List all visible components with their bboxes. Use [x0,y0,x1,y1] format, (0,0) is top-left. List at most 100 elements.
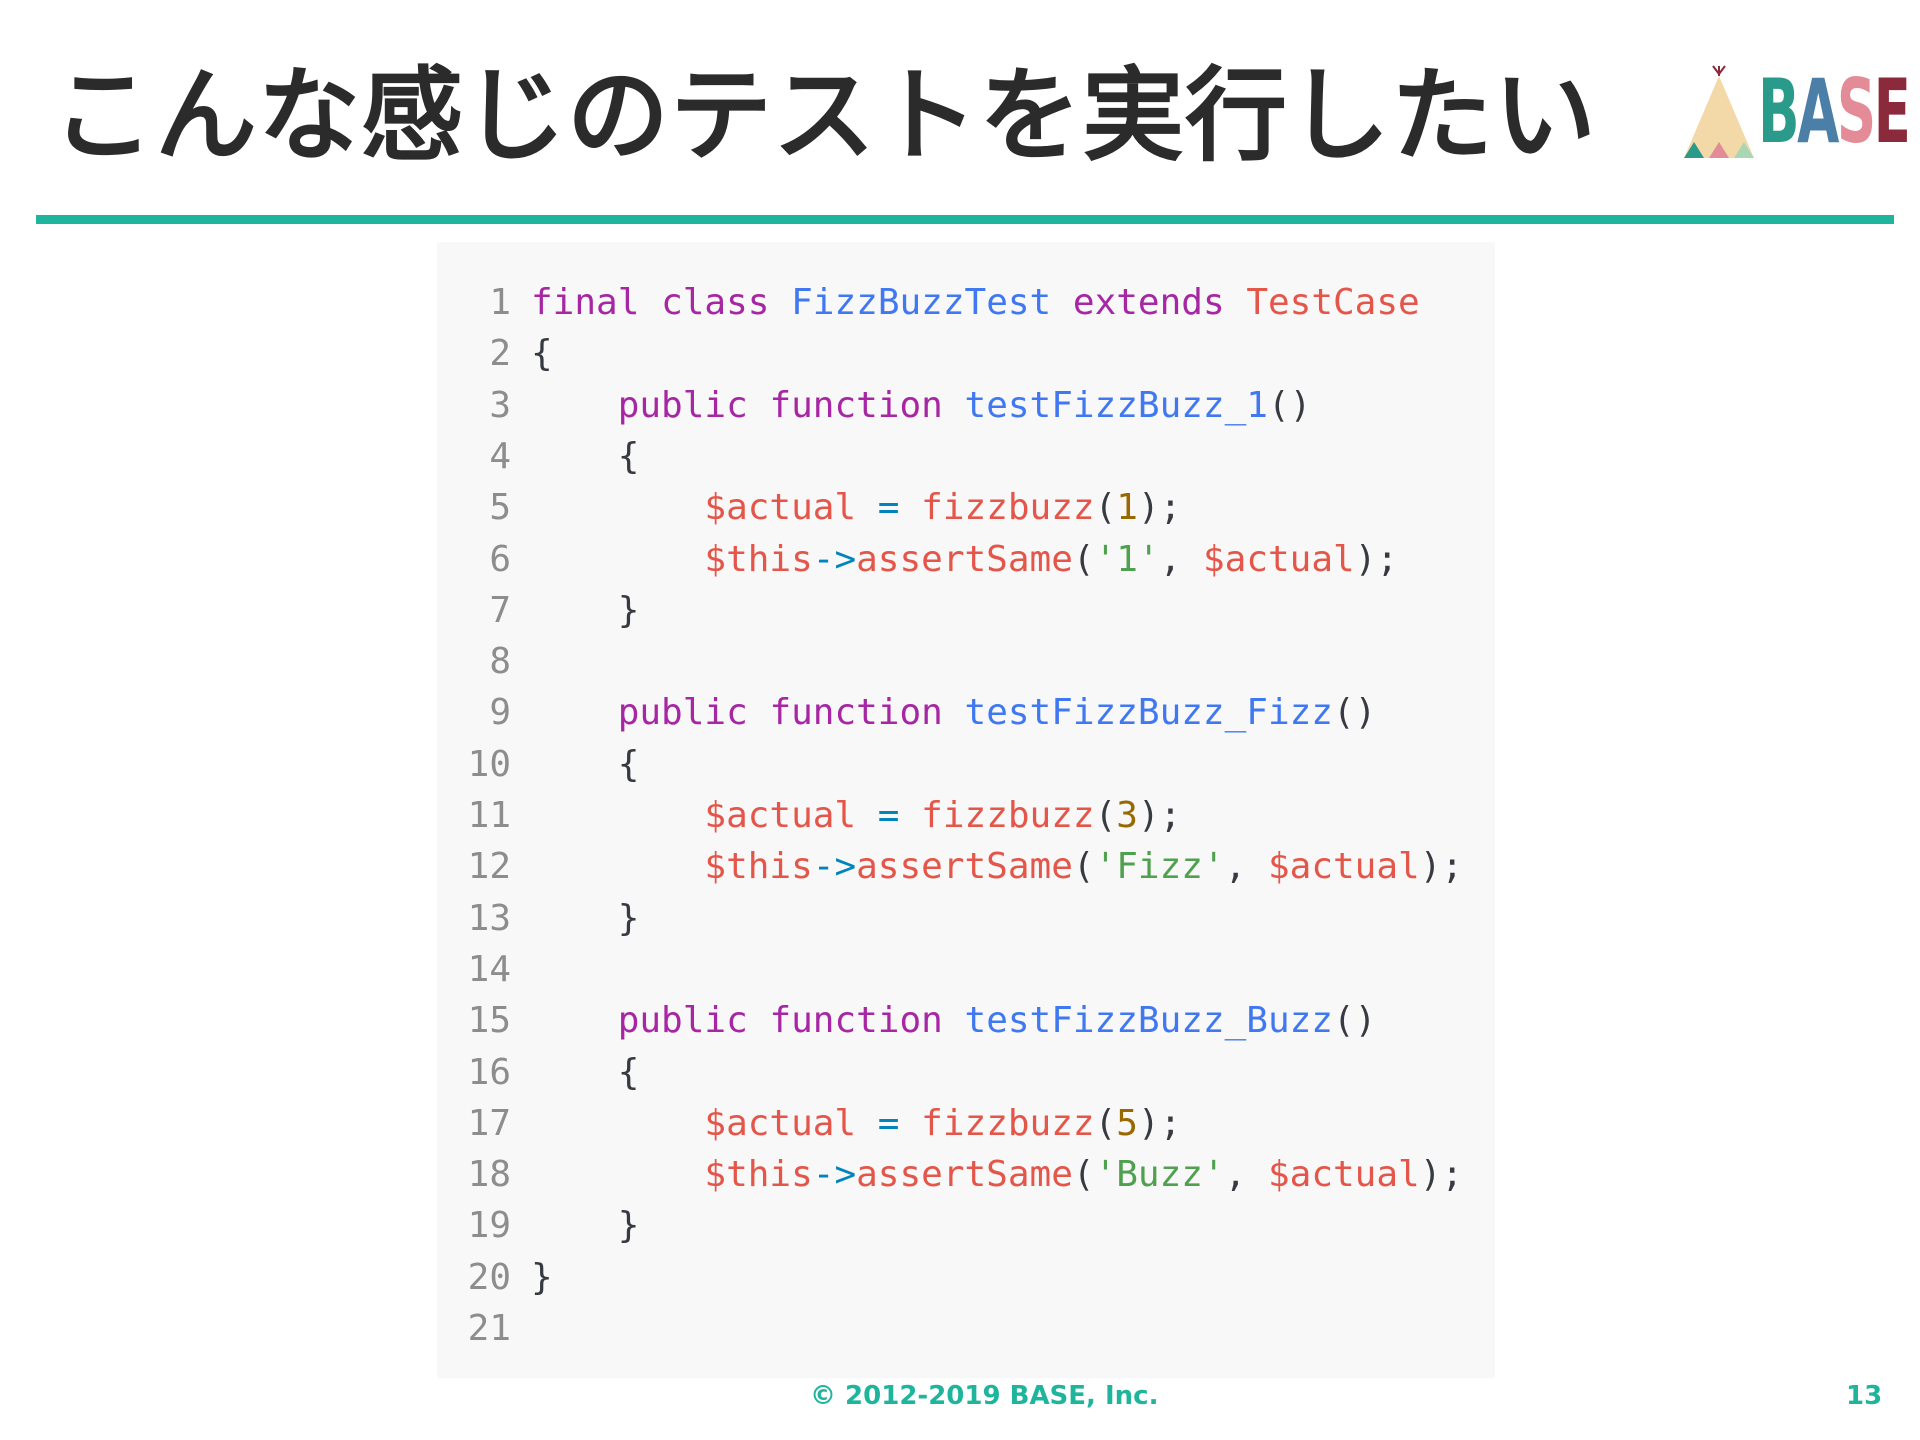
line-number: 17 [467,1102,511,1144]
code-token: 'Buzz' [1094,1154,1225,1196]
code-token [531,1103,704,1144]
logo-letter: B [1758,60,1800,163]
line-number: 9 [489,692,511,734]
code-token: '1' [1094,538,1160,580]
logo-wordmark: BASE [1758,64,1911,160]
code-token: public [617,1000,748,1042]
code-token [639,282,661,323]
slide-title: こんな感じのテストを実行したい [52,57,1597,176]
code-line: 19 } [437,1200,1495,1251]
code-token [531,795,704,836]
code-token: ); [1137,1102,1182,1144]
code-token: ( [1094,487,1117,529]
code-line: 5 $actual = fizzbuzz(1); [437,482,1495,533]
code-token [1246,846,1268,887]
code-token: fizzbuzz [921,1102,1095,1144]
code-token: function [769,692,943,734]
code-token: $this [704,846,813,888]
line-number: 5 [489,487,511,529]
code-line: 10 { [437,739,1495,790]
code-text: { [531,328,553,379]
code-token [531,539,704,580]
code-token: public [617,692,748,734]
line-number: 1 [489,282,511,323]
line-number: 10 [467,743,511,785]
code-token: () [1332,692,1377,734]
code-token: $actual [704,795,857,836]
code-block: 1 final class FizzBuzzTest extends TestCa… [437,242,1495,1378]
code-token [531,898,618,939]
code-token: ); [1354,538,1399,580]
code-token: final [531,282,640,323]
code-token [531,385,618,426]
code-token [769,282,791,323]
code-token: () [1267,384,1312,426]
code-token: = [877,487,900,529]
code-text: final class FizzBuzzTest extends TestCas… [531,277,1420,328]
code-token [748,385,770,426]
line-number: 16 [467,1051,511,1093]
code-token [531,1205,618,1246]
code-token [531,590,618,631]
line-number: 8 [489,641,511,683]
line-number: 7 [489,589,511,631]
code-token [856,795,878,836]
code-text: } [531,585,640,636]
code-line: 20} [437,1252,1495,1303]
title-divider [36,215,1894,224]
code-token: ); [1137,487,1182,529]
code-text: public function testFizzBuzz_Buzz() [531,995,1377,1046]
code-token [531,1154,704,1195]
code-token: -> [812,538,857,580]
code-line: 9 public function testFizzBuzz_Fizz() [437,687,1495,738]
code-token [899,795,921,836]
line-number: 14 [467,948,511,990]
code-line: 4 { [437,431,1495,482]
code-token: testFizzBuzz_Buzz [964,1000,1333,1042]
line-number: 15 [467,1000,511,1042]
code-token [856,487,878,528]
code-token: $actual [1202,538,1355,580]
line-number: 11 [467,795,511,836]
code-line: 7 } [437,585,1495,636]
line-number: 12 [467,846,511,888]
code-line: 15 public function testFizzBuzz_Buzz() [437,995,1495,1046]
code-token: assertSame [856,846,1073,888]
line-number: 19 [467,1205,511,1247]
code-token: testFizzBuzz_1 [964,384,1268,426]
code-line: 3 public function testFizzBuzz_1() [437,380,1495,431]
code-token: 5 [1116,1102,1138,1144]
code-token [943,692,965,733]
code-token: { [617,435,640,477]
code-line: 8 [437,636,1495,687]
code-line: 17 $actual = fizzbuzz(5); [437,1098,1495,1149]
code-token: class [661,282,770,323]
logo-letter: E [1873,60,1911,163]
code-line: 18 $this->assertSame('Buzz', $actual); [437,1149,1495,1200]
code-token: $actual [704,1102,857,1144]
code-token: = [877,1102,900,1144]
code-line: 13 } [437,893,1495,944]
line-number: 20 [467,1256,511,1298]
code-text: $this->assertSame('Buzz', $actual); [531,1149,1463,1200]
code-token: , [1159,538,1182,580]
code-line: 12 $this->assertSame('Fizz', $actual); [437,841,1495,892]
code-token: $actual [704,487,857,529]
code-token [531,436,618,477]
code-line: 14 [437,944,1495,995]
code-token: $this [704,1154,813,1196]
line-number: 18 [467,1154,511,1196]
code-token: { [617,743,640,785]
code-line: 1 final class FizzBuzzTest extends TestCa… [437,277,1495,328]
code-token: $actual [1267,846,1420,888]
code-token: , [1224,1154,1247,1196]
code-token [943,1000,965,1041]
code-token: () [1332,1000,1377,1042]
code-token: function [769,1000,943,1042]
page-number: 13 [1846,1381,1883,1411]
code-text: } [531,1252,553,1303]
code-token: ( [1072,846,1095,888]
code-token [856,1103,878,1144]
code-token: ( [1072,538,1095,580]
